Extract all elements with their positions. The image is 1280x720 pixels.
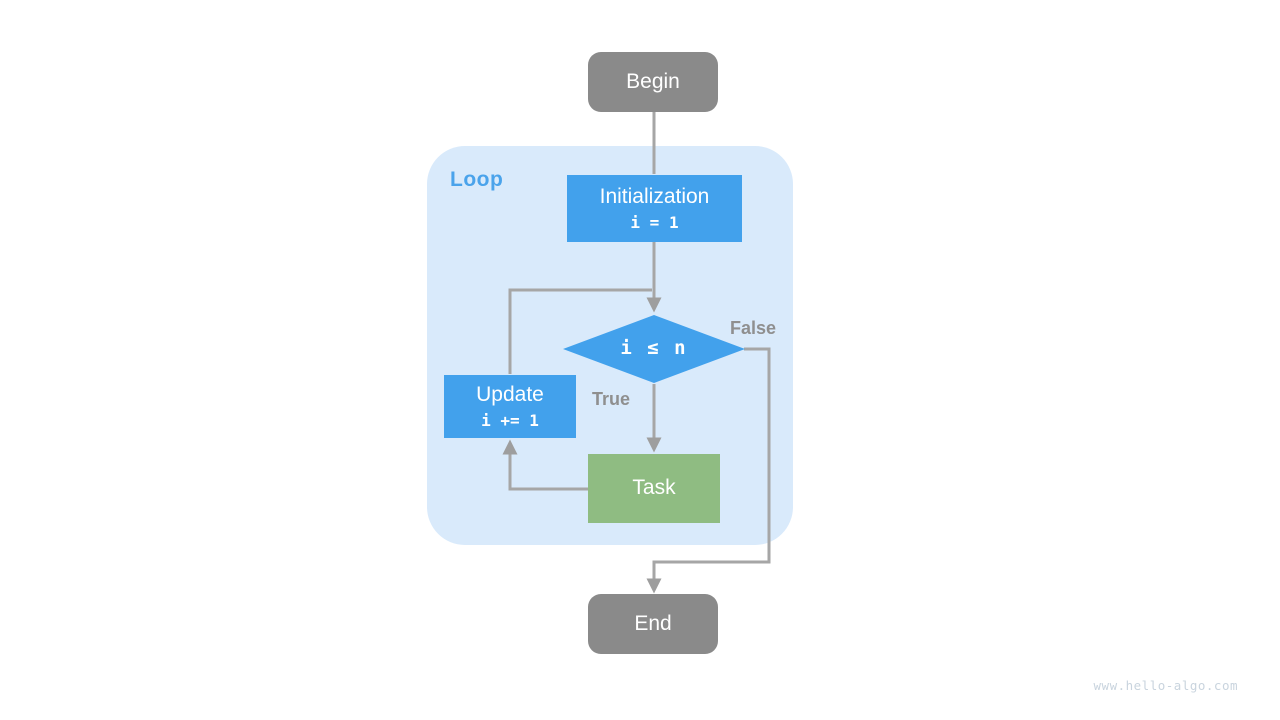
node-update-label: Update <box>476 383 544 407</box>
edge-update-join-line <box>508 288 652 374</box>
node-begin: Begin <box>588 52 718 112</box>
node-update: Update i += 1 <box>444 375 576 438</box>
edge-task-to-update <box>502 439 588 491</box>
edge-condition-false-to-end <box>646 347 771 594</box>
watermark: www.hello-algo.com <box>1093 678 1238 693</box>
edge-label-true: True <box>592 389 631 409</box>
node-end: End <box>588 594 718 654</box>
node-begin-label: Begin <box>626 69 680 93</box>
node-update-code: i += 1 <box>481 410 539 430</box>
node-initialization-code: i = 1 <box>630 212 679 232</box>
node-initialization-label: Initialization <box>599 185 710 209</box>
node-task-label: Task <box>632 476 676 500</box>
node-condition-label: i ≤ n <box>620 337 688 360</box>
node-initialization: Initialization i = 1 <box>567 175 742 242</box>
node-end-label: End <box>634 611 672 635</box>
edge-label-false: False <box>730 318 777 338</box>
node-task: Task <box>588 454 720 523</box>
loop-region-label: Loop <box>450 168 504 191</box>
